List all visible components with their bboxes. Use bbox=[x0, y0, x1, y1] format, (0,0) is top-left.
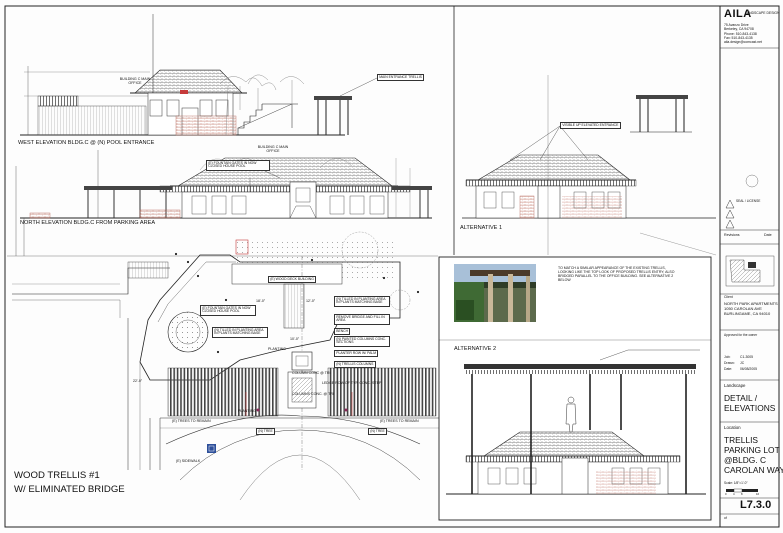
firm-logo: AILA bbox=[724, 8, 752, 20]
alternative-2-title: ALTERNATIVE 2 bbox=[454, 346, 497, 352]
location-line-3: @BLDG. C bbox=[724, 455, 767, 465]
title-block bbox=[720, 47, 779, 515]
field-label-drawn: Drawn: bbox=[724, 361, 735, 365]
approved-label: Approved for the owner bbox=[724, 333, 758, 337]
sheet-type: Landscape bbox=[724, 383, 746, 388]
field-value-job: C1-3005 bbox=[740, 355, 754, 359]
seal-label: SEAL / LICENSE bbox=[736, 199, 761, 203]
plan-title-line-1: WOOD TRELLIS #1 bbox=[14, 470, 100, 481]
west-elevation bbox=[20, 14, 378, 136]
firm-phone: Phone: 510-843-4138 bbox=[724, 32, 757, 36]
alternative-2-note: TO MATCH A SIMILAR APPEARANCE OF THE EXI… bbox=[558, 266, 675, 283]
callout-planter-row: PLANTER ROW W/ PALM bbox=[334, 350, 379, 357]
west-elevation-building-label: BUILDING C MAIN OFFICE bbox=[119, 77, 151, 85]
north-elevation-title: NORTH ELEVATION BLDG.C FROM PARKING AREA bbox=[20, 220, 156, 226]
sheet-title-line-1: DETAIL / bbox=[724, 393, 758, 403]
project-name: NORTH PARK APARTMENTS bbox=[724, 301, 778, 306]
firm-fax: Fax: 510-843-4135 bbox=[724, 36, 753, 40]
revisions-label: Revisions bbox=[724, 233, 740, 237]
scale-tick-4: 4 bbox=[733, 492, 735, 496]
field-label-job: Job: bbox=[724, 355, 731, 359]
project-address-2: BURLINGAME, CA 94010 bbox=[724, 311, 771, 316]
callout-tree: (N) TREE bbox=[256, 428, 276, 435]
sheet-title-line-2: ELEVATIONS bbox=[724, 403, 776, 413]
callout-visible-elevated-entrance: VISIBLE UP ELEVATED ENTRANCE bbox=[560, 122, 621, 129]
callout-wood-deck: (E) WOOD DECK BUILDING bbox=[268, 276, 317, 283]
field-value-date: 06/08/2005 bbox=[740, 367, 757, 371]
location-line-1: TRELLIS bbox=[724, 435, 758, 445]
callout-column-conc-2: COLUMNS CONC. @ TRI bbox=[292, 392, 334, 396]
alternative-1-elevation bbox=[462, 75, 717, 256]
dimension-1: 18'-0" bbox=[256, 299, 266, 303]
callout-existing-trees-2: (E) TREES TO REMAIN bbox=[380, 419, 419, 423]
callout-planting-left: PLANTING bbox=[268, 347, 286, 351]
callout-tree-2: (N) TREE bbox=[368, 428, 388, 435]
date-label: Date bbox=[764, 233, 772, 237]
firm-subtitle: LANDSCAPE DESIGN bbox=[745, 11, 780, 15]
scale-tick-8: 8 bbox=[741, 492, 743, 496]
scale-text: Scale: 1/8"=1'-0" bbox=[724, 481, 748, 485]
callout-column-conc: COLUMN CONC @ TRI bbox=[292, 371, 331, 375]
callout-planting-bottom: PLANTING bbox=[238, 409, 256, 413]
callout-columns: (N) PAINTED COLUMNS CONC. SECTIONS bbox=[334, 336, 391, 347]
site-plan bbox=[12, 231, 440, 501]
project-address-1: 1050 CAROLAN AVE bbox=[724, 306, 762, 311]
callout-remove-bridge: REMOVE BRIDGE AND FILL IN AREA bbox=[334, 314, 391, 325]
callout-main-entrance-trellis: MAIN ENTRANCE TRELLIS bbox=[377, 74, 425, 81]
firm-email: aila.design@comcast.net bbox=[724, 40, 762, 44]
field-label-date: Date: bbox=[724, 367, 733, 371]
scale-tick-16: 16 bbox=[756, 492, 760, 496]
callout-bench: BENCH bbox=[334, 328, 351, 335]
alternative-2-panel bbox=[438, 256, 712, 521]
callout-trellis-columns: (N) TRELLIS COLUMNS bbox=[334, 361, 376, 368]
callout-planting-area-2: (N) TILLED IN PLANTING AREA IN PLANTS MA… bbox=[212, 327, 269, 338]
callout-entry-row: LEDGE ROW OF TYP. CONC. STEP bbox=[322, 381, 382, 385]
west-elevation-title: WEST ELEVATION BLDG.C @ (N) POOL ENTRANC… bbox=[18, 140, 155, 146]
callout-planting-area-1: (N) TILLED IN PLANTING AREA IN PLANTS MA… bbox=[334, 296, 391, 307]
dimension-2: 12'-0" bbox=[306, 299, 316, 303]
dimension-4: 10'-0" bbox=[290, 337, 300, 341]
callout-sidewalk: (E) SIDEWALK bbox=[176, 459, 201, 463]
client-label: Client bbox=[724, 295, 733, 299]
callout-north-fountain: (E) FOUNTAIN GATES IN NOW CLOSED HOUSE P… bbox=[206, 160, 271, 171]
location-line-2: PARKING LOT bbox=[724, 445, 780, 455]
callout-fountain-gates: (E) FOUNTAIN GATES IN NOW CLOSED HOUSE P… bbox=[200, 305, 257, 316]
north-elevation bbox=[15, 150, 432, 256]
field-value-drawn: JC bbox=[740, 361, 745, 365]
scale-tick-0: 0 bbox=[725, 492, 727, 496]
dimension-3: 22'-0" bbox=[133, 379, 143, 383]
location-label: Location bbox=[724, 425, 741, 430]
plan-title-line-2: W/ ELIMINATED BRIDGE bbox=[14, 484, 125, 495]
sheet-number: L7.3.0 bbox=[740, 499, 772, 511]
north-elevation-building-label: BUILDING C MAIN OFFICE bbox=[257, 145, 289, 153]
callout-existing-trees: (E) TREES TO REMAIN bbox=[172, 419, 211, 423]
firm-address: 75 Avanzo Drive Berkeley, CA 94708 bbox=[724, 23, 754, 31]
sheet-of-label: of bbox=[724, 516, 727, 520]
alternative-1-title: ALTERNATIVE 1 bbox=[460, 225, 503, 231]
location-line-4: CAROLAN WAY bbox=[724, 465, 783, 475]
